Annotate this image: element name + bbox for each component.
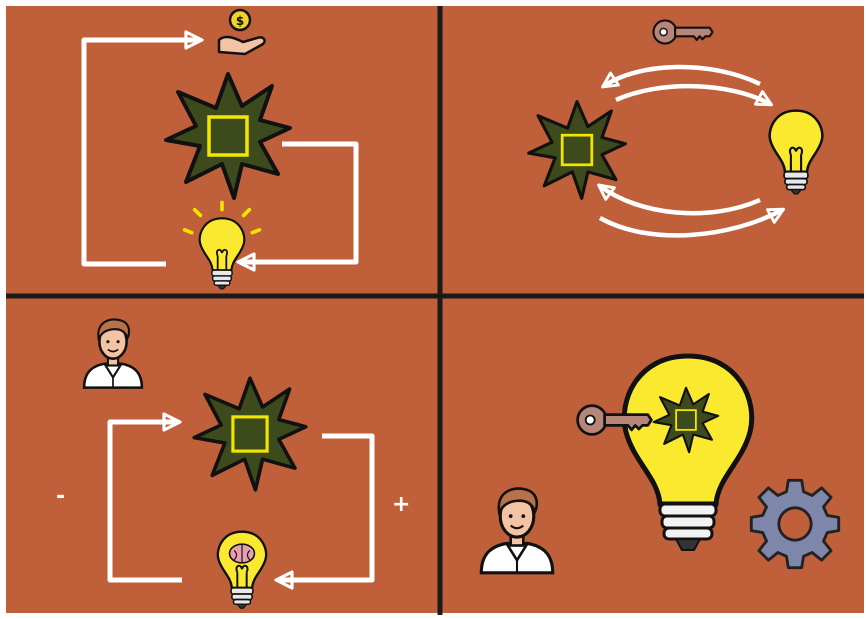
- svg-text:$: $: [236, 14, 244, 28]
- plus-sign: +: [392, 494, 410, 516]
- background: [6, 6, 864, 613]
- minus-sign: -: [56, 486, 65, 508]
- gear-icon: [751, 480, 838, 567]
